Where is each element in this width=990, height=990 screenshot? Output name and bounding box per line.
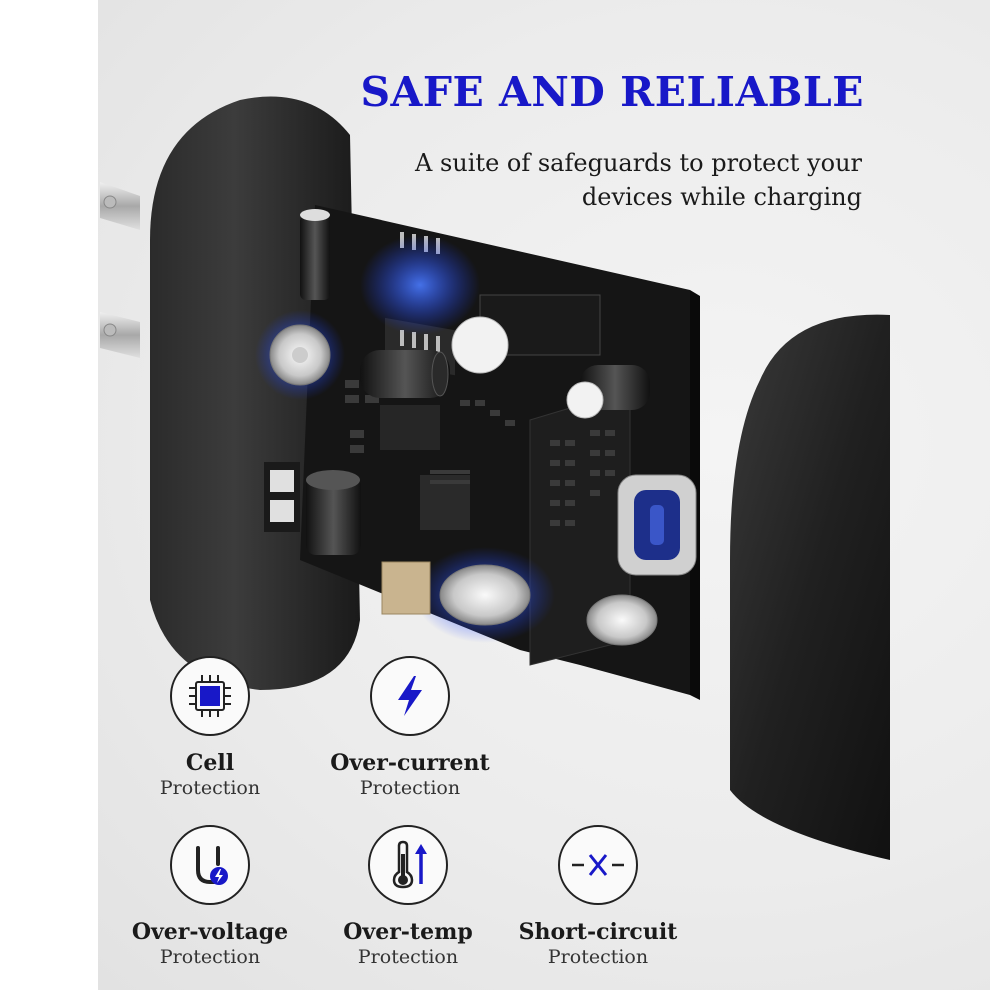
feature-subtitle: Protection [159, 946, 261, 968]
feature-cell-protection: Cell Protection [110, 656, 310, 800]
subheadline: A suite of safeguards to protect your de… [415, 146, 862, 214]
feature-title: Cell [185, 750, 235, 776]
voltage-u-icon [170, 825, 250, 905]
feature-over-temp-protection: Over-temp Protection [308, 825, 508, 969]
lightning-icon [370, 656, 450, 736]
feature-subtitle: Protection [357, 946, 459, 968]
circuit-board [255, 205, 700, 700]
feature-title: Short-circuit [518, 919, 678, 945]
feature-title: Over-current [330, 750, 490, 776]
feature-over-current-protection: Over-current Protection [310, 656, 510, 800]
feature-subtitle: Protection [159, 777, 261, 799]
short-circuit-icon [558, 825, 638, 905]
subheadline-line-2: devices while charging [581, 183, 862, 211]
thermometer-icon [368, 825, 448, 905]
subheadline-line-1: A suite of safeguards to protect your [415, 149, 862, 177]
feature-title: Over-temp [343, 919, 473, 945]
feature-title: Over-voltage [131, 919, 289, 945]
feature-short-circuit-protection: Short-circuit Protection [498, 825, 698, 969]
charger-body-right [730, 314, 890, 861]
feature-subtitle: Protection [547, 946, 649, 968]
chip-icon [170, 656, 250, 736]
feature-subtitle: Protection [359, 777, 461, 799]
plug-pins [100, 182, 140, 358]
headline: SAFE AND RELIABLE [360, 68, 864, 116]
feature-over-voltage-protection: Over-voltage Protection [110, 825, 310, 969]
